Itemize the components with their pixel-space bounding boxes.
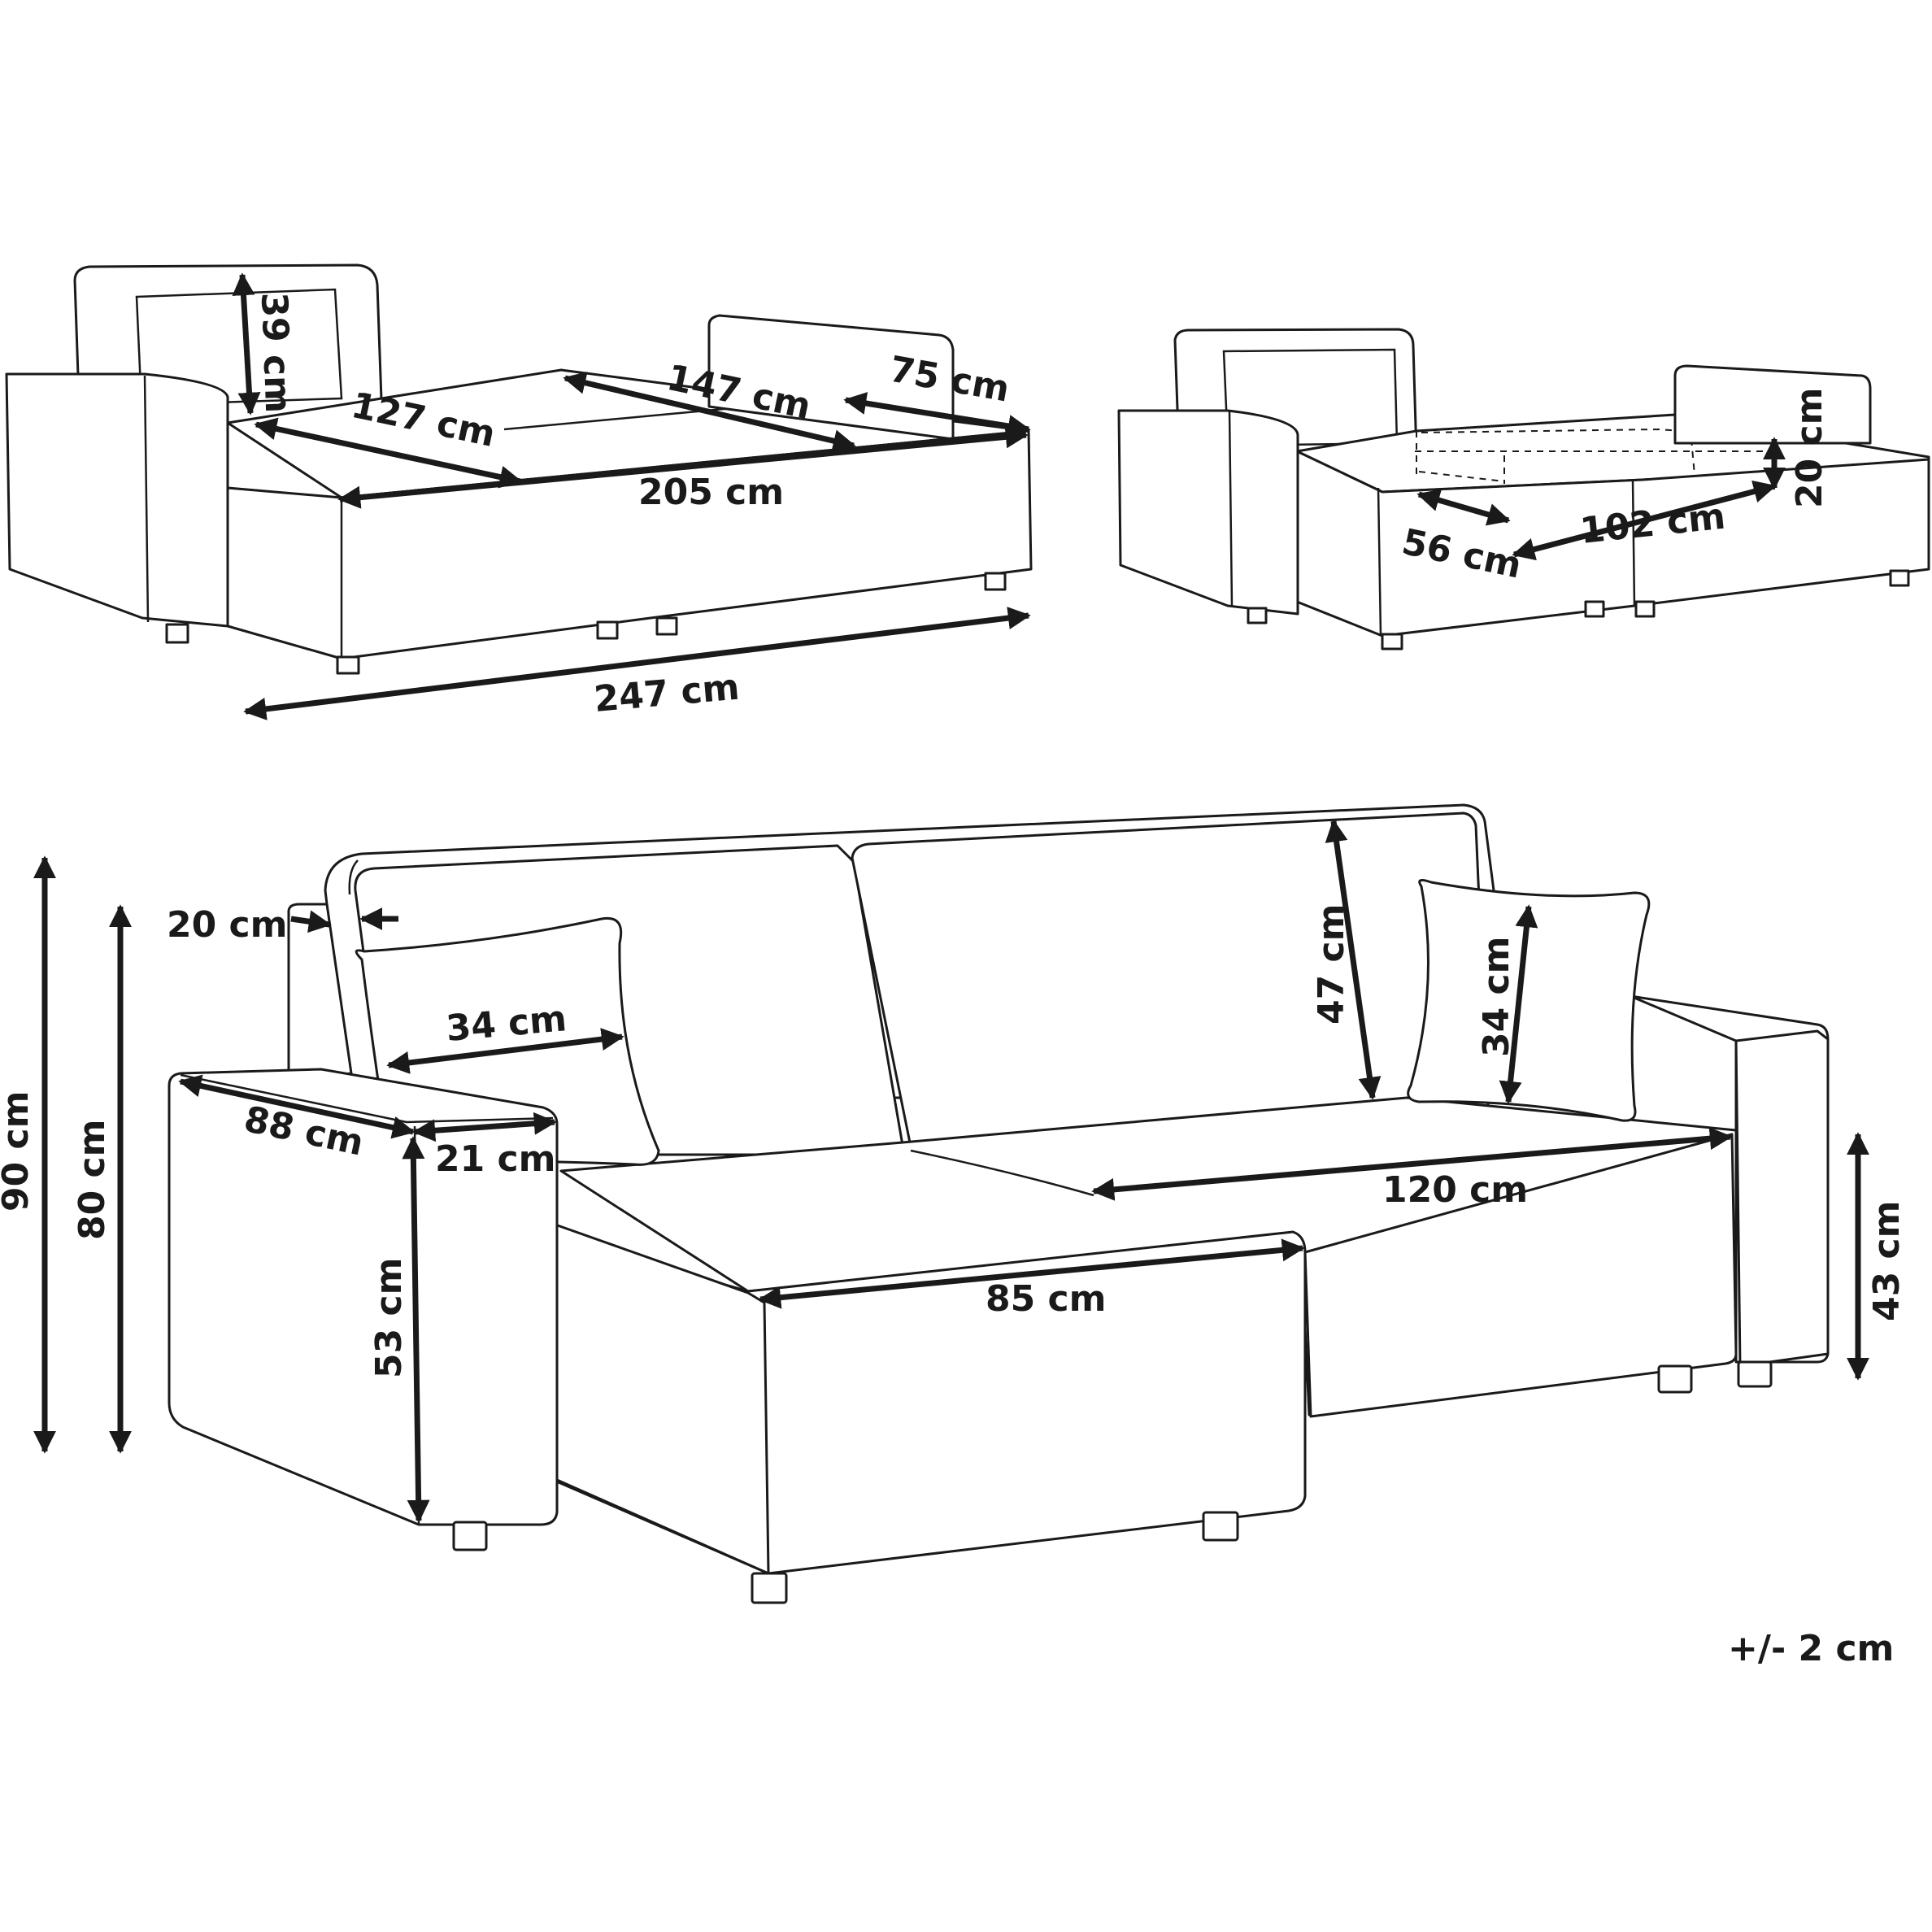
right-armrest bbox=[1673, 364, 1872, 445]
label-armrest-width: 21 cm bbox=[435, 1138, 555, 1180]
top-right-view: 56 cm 102 cm 20 cm bbox=[1117, 328, 1930, 651]
dim-pillow-height bbox=[1499, 904, 1538, 1104]
backrest-inner bbox=[135, 288, 343, 407]
dim-back-cushion-height bbox=[1325, 819, 1382, 1100]
label-back-cushion-height: 47 cm bbox=[1311, 904, 1352, 1025]
dim-armrest-height bbox=[402, 1136, 430, 1523]
dim-pillow-width bbox=[386, 1028, 624, 1074]
dim-storage-width bbox=[1512, 480, 1777, 561]
dim-total-width bbox=[243, 607, 1031, 720]
left-armrest-back bbox=[287, 903, 353, 1083]
dim-seat-width bbox=[1091, 1127, 1733, 1201]
left-armrest bbox=[1117, 409, 1299, 616]
dim-armrest-width bbox=[412, 1112, 557, 1142]
label-inner-width: 205 cm bbox=[638, 472, 784, 513]
label-seat-width: 120 cm bbox=[1382, 1169, 1528, 1211]
dim-chaise-width bbox=[758, 1238, 1305, 1309]
label-backrest-height: 39 cm bbox=[253, 292, 298, 414]
tolerance-note: +/- 2 cm bbox=[1728, 1628, 1894, 1669]
label-seat-height: 43 cm bbox=[1866, 1201, 1908, 1321]
seat-front bbox=[1303, 1133, 1738, 1418]
label-storage-height: 20 cm bbox=[1789, 388, 1830, 508]
label-back-cushion-thickness: 20 cm bbox=[167, 904, 287, 946]
left-armrest bbox=[5, 372, 229, 628]
dim-backrest-height bbox=[232, 272, 261, 416]
main-view: 90 cm 80 cm 20 cm 34 cm 47 cm 34 cm 88 c… bbox=[0, 803, 1908, 1604]
dim-armrest-length bbox=[843, 392, 1031, 437]
label-back-height: 80 cm bbox=[72, 1120, 113, 1240]
dim-storage-depth bbox=[1416, 489, 1511, 526]
label-chaise-width: 85 cm bbox=[986, 1278, 1106, 1320]
top-left-view: 39 cm 127 cm 147 cm 75 cm 205 cm 247 cm bbox=[5, 263, 1033, 720]
label-total-width: 247 cm bbox=[593, 667, 742, 720]
left-armrest bbox=[168, 1068, 559, 1526]
label-pillow-height: 34 cm bbox=[1476, 937, 1517, 1057]
dim-inner-width bbox=[337, 425, 1029, 509]
dim-armrest-depth bbox=[178, 1074, 416, 1139]
label-total-height: 90 cm bbox=[0, 1091, 37, 1212]
label-armrest-height: 53 cm bbox=[368, 1258, 410, 1378]
